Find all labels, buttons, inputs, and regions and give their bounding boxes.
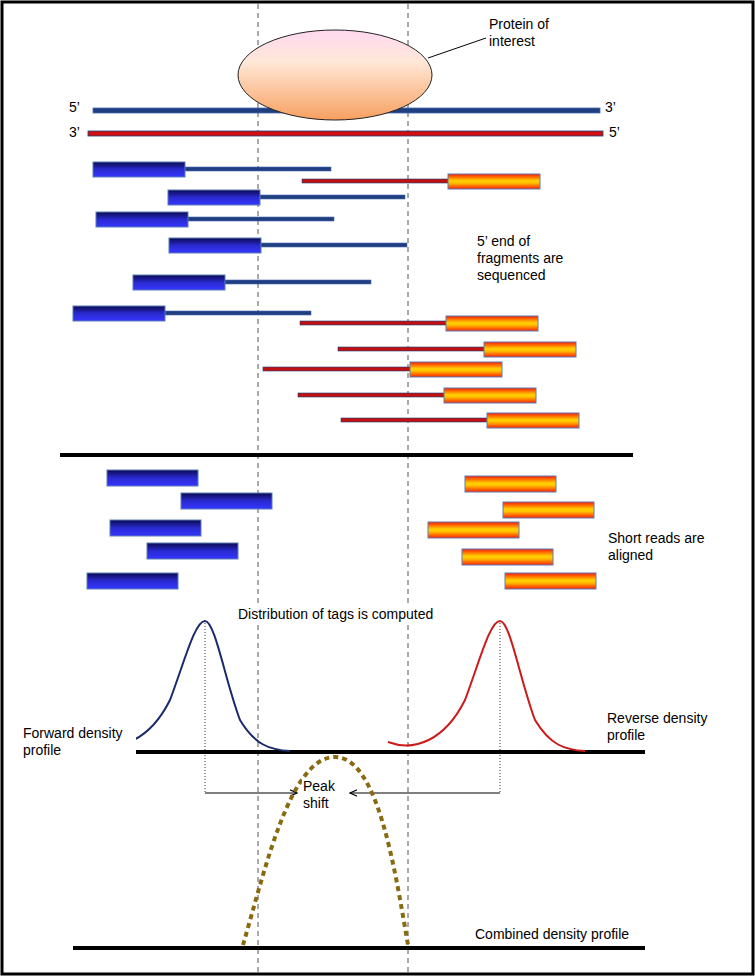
fragment-line [300,321,448,325]
reverse-strand [88,131,603,136]
reverse-read [487,413,579,428]
forward-read [107,470,198,486]
protein-shape [238,30,432,120]
fragment-line [341,418,489,422]
fragment-line [183,167,331,171]
forward-read [133,275,225,290]
forward-read [168,190,260,205]
guide-line [408,4,409,974]
strand-end: 5’ [68,99,81,116]
forward-read [87,573,178,589]
fragment-line [259,243,407,247]
fragment-line [302,179,450,183]
fragment-line [163,311,311,315]
forward-read [181,493,272,509]
fragment-line [258,195,405,199]
forward-read [93,162,185,177]
protein-label: Protein of interest [488,16,582,50]
reverse-density-curve [388,621,585,751]
guide-line [258,4,259,974]
strand-end: 5’ [608,124,621,141]
peak-shift-label: Peak shift [302,778,348,812]
step-label: Short reads are aligned [607,530,721,564]
forward-read [96,212,188,227]
fragments [73,162,579,428]
combined-density-curve [243,757,408,945]
fragment-line [223,280,371,284]
forward-read [110,520,201,536]
forward-read [147,543,238,559]
peak-marker [205,623,206,793]
reverse-read [505,573,596,589]
axis-line [73,750,645,754]
divider [60,453,633,457]
shift-arrow [205,793,297,794]
profile-label: Reverse density profile [606,710,720,744]
step-label: Distribution of tags is computed [237,606,434,623]
fragment-line [338,347,486,351]
reverse-read [448,174,540,189]
reverse-read [465,476,556,492]
reverse-read [428,522,519,538]
axis-line [73,946,645,950]
reverse-read [410,362,502,377]
fragment-line [186,217,334,221]
fragment-line [298,393,446,397]
reverse-read [446,316,538,331]
reverse-read [444,388,536,403]
reverse-read [503,502,594,518]
step-label: 5’ end of fragments are sequenced [476,233,582,284]
peak-marker [500,623,501,793]
strand-end: 3’ [604,99,617,116]
strand-end: 3’ [68,124,81,141]
profile-label: Forward density profile [22,725,136,759]
forward-read [169,238,261,253]
fragment-line [263,367,412,371]
reverse-read [484,342,576,357]
aligned-reads [87,470,596,589]
forward-read [73,306,165,321]
reverse-read [462,549,553,565]
leader-line [428,38,486,58]
profile-label: Combined density profile [474,926,630,943]
